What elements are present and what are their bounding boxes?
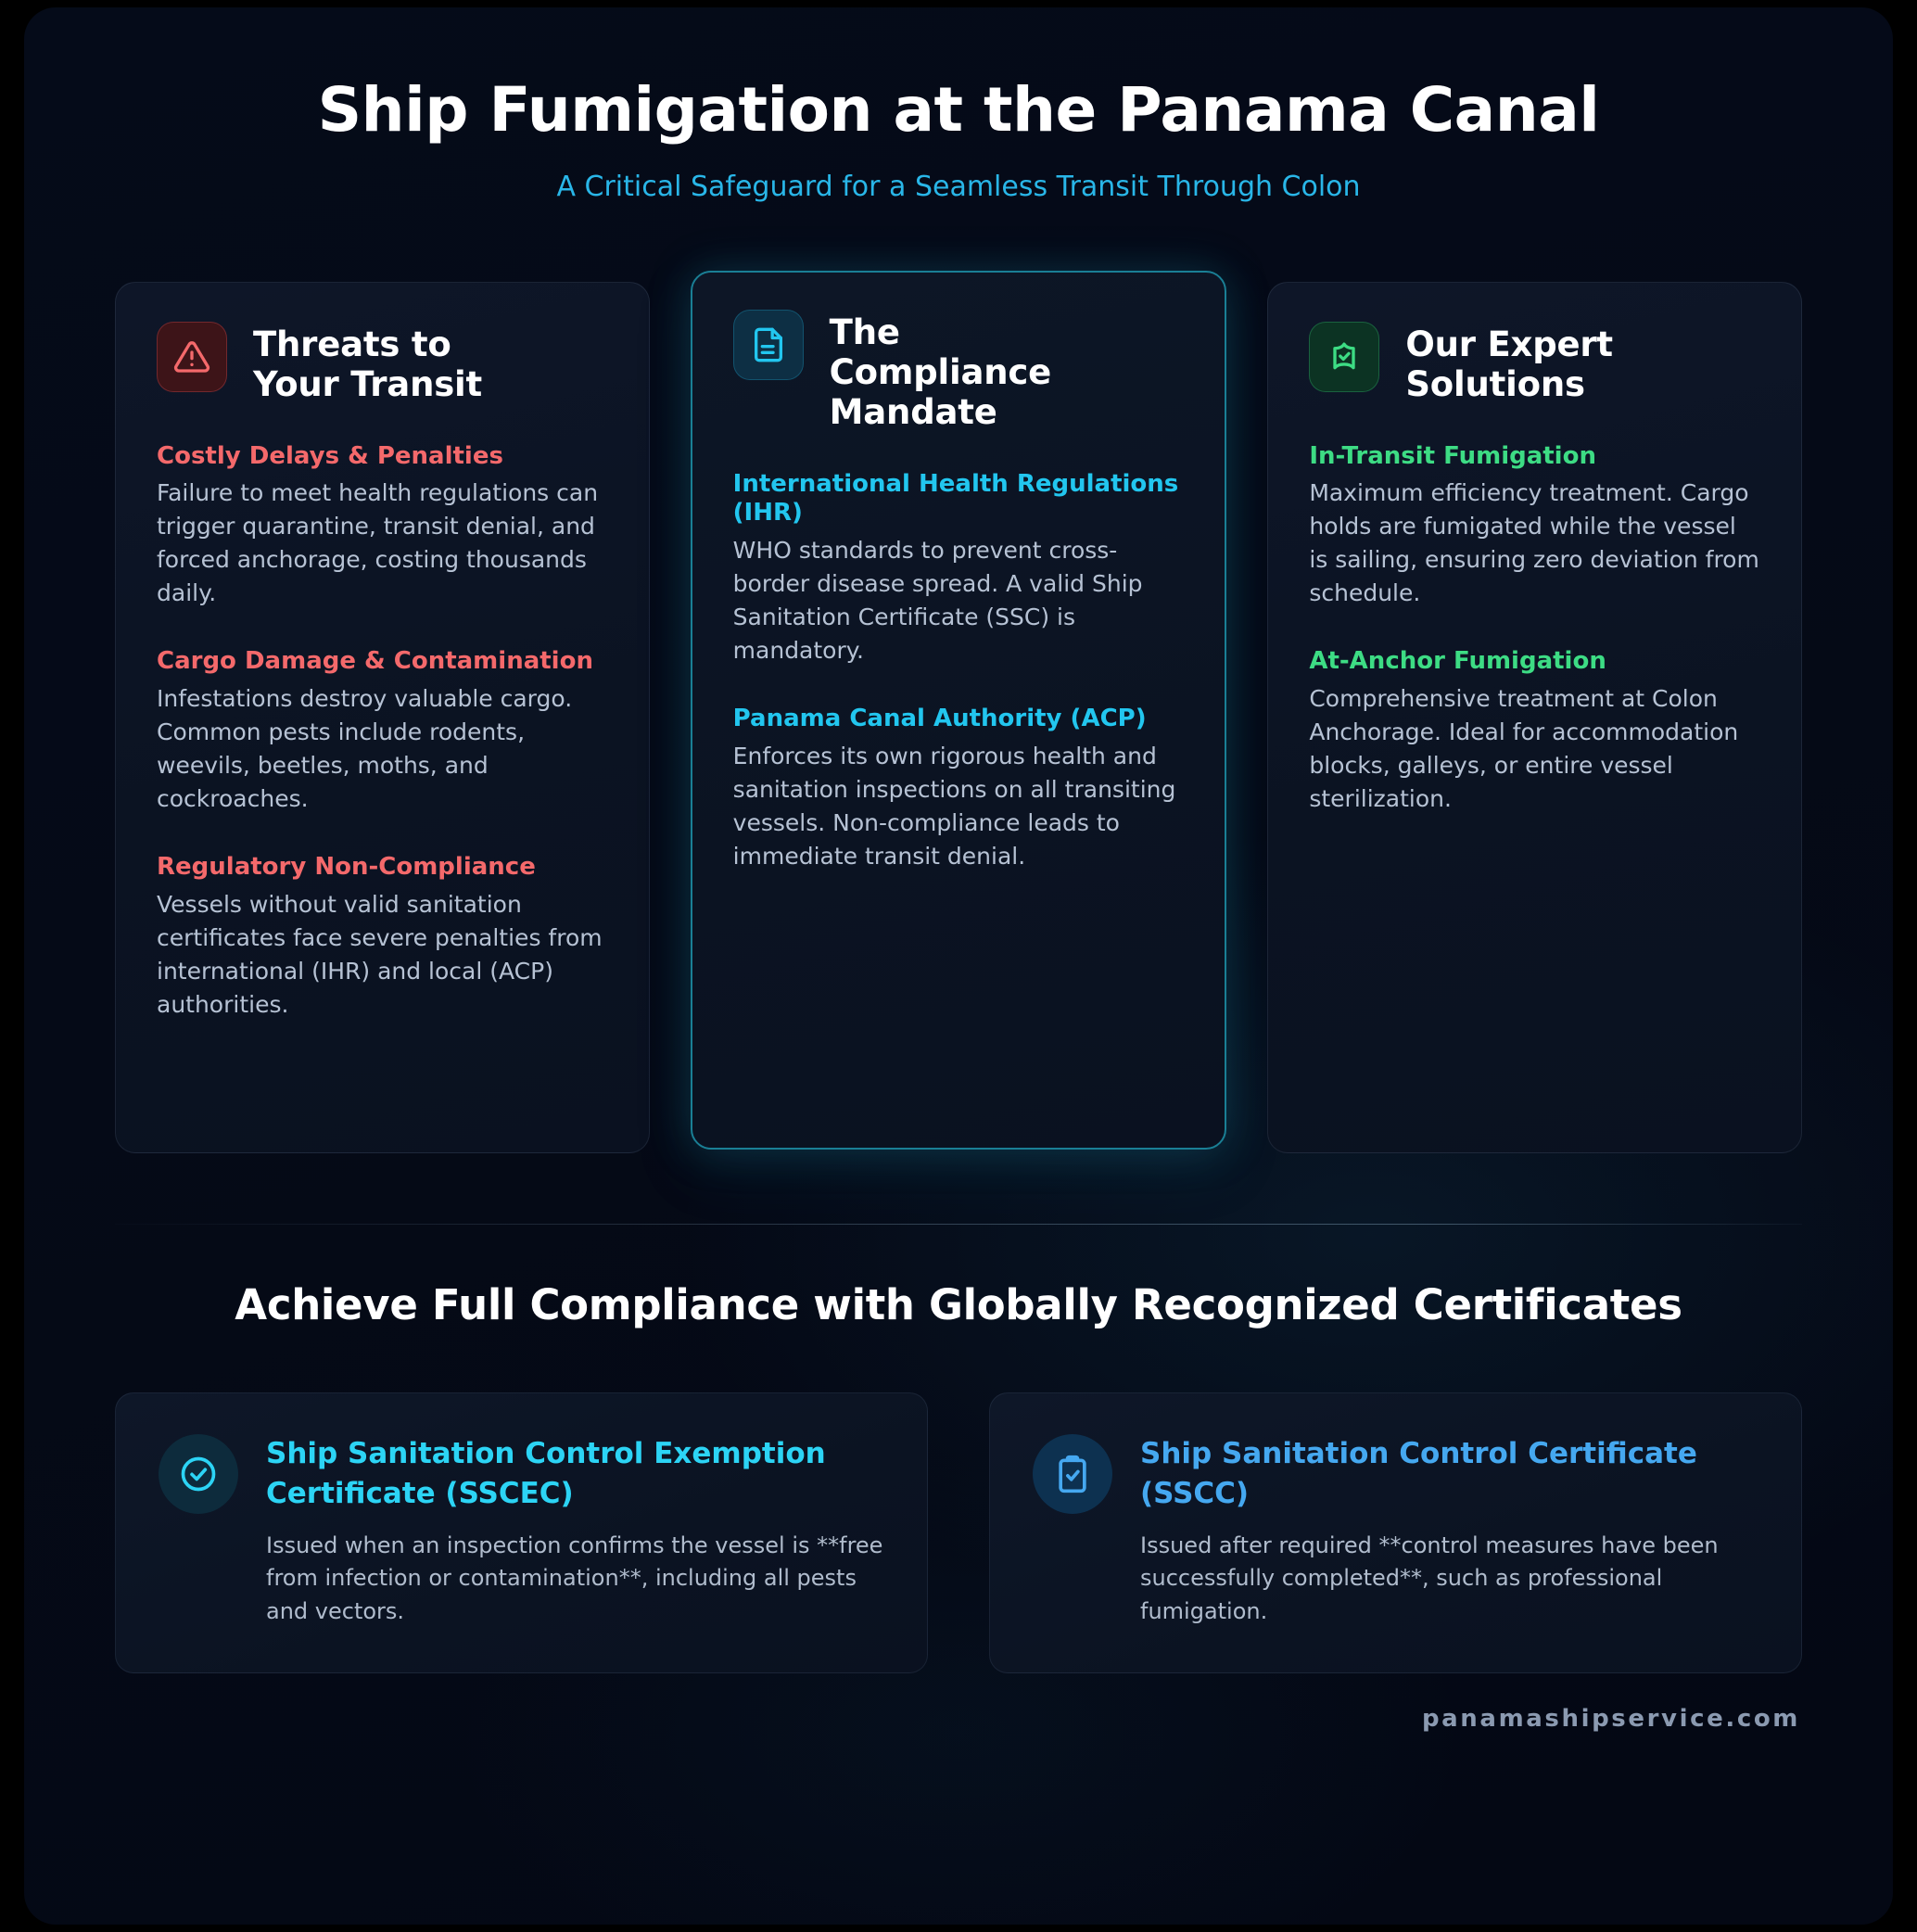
certificate-text-sscec: Ship Sanitation Control Exemption Certif… [266,1434,884,1628]
solution-body: Comprehensive treatment at Colon Anchora… [1309,685,1739,813]
clipboard-check-icon [1033,1433,1112,1514]
solution-body: Maximum efficiency treatment. Cargo hold… [1309,479,1759,607]
threat-heading: Cargo Damage & Contamination [157,647,593,676]
infographic-page: Ship Fumigation at the Panama Canal A Cr… [24,7,1893,1925]
certificate-card-sscc: Ship Sanitation Control Certificate (SSC… [989,1392,1802,1673]
solution-heading: At-Anchor Fumigation [1309,647,1606,676]
card-compliance-title: The Compliance Mandate [829,311,1052,432]
section-divider [115,1223,1802,1225]
certificate-body: Issued when an inspection confirms the v… [266,1532,883,1624]
card-solutions-title: Our Expert Solutions [1405,324,1613,404]
certificate-text-sscc: Ship Sanitation Control Certificate (SSC… [1140,1434,1758,1628]
threat-block: Cargo Damage & Contamination Infestation… [157,647,608,816]
card-threats-title: Threats to Your Transit [253,324,483,404]
threat-heading: Costly Delays & Penalties [157,441,503,470]
card-solutions: Our Expert Solutions In-Transit Fumigati… [1267,281,1803,1153]
solution-block: In-Transit Fumigation Maximum efficiency… [1309,442,1760,611]
card-compliance: The Compliance Mandate International Hea… [690,270,1227,1150]
footer-website: panamashipservice.com [1421,1704,1800,1733]
compliance-block: International Health Regulations (IHR) W… [733,470,1185,667]
circle-check-icon [159,1433,238,1514]
solution-block: At-Anchor Fumigation Comprehensive treat… [1309,647,1760,816]
certificates-section-title: Achieve Full Compliance with Globally Re… [235,1279,1682,1329]
page-header: Ship Fumigation at the Panama Canal A Cr… [24,7,1893,203]
compliance-heading: Panama Canal Authority (ACP) [732,705,1147,733]
triangle-alert-icon [157,321,227,392]
top-columns: Threats to Your Transit Costly Delays & … [24,203,1893,1153]
certificate-title: Ship Sanitation Control Exemption Certif… [266,1436,826,1510]
card-threats: Threats to Your Transit Costly Delays & … [115,281,650,1153]
threat-block: Regulatory Non-Compliance Vessels withou… [157,853,608,1022]
certificates-row: Ship Sanitation Control Exemption Certif… [24,1329,1893,1673]
certificate-card-sscec: Ship Sanitation Control Exemption Certif… [115,1392,928,1673]
page-title: Ship Fumigation at the Panama Canal [317,74,1600,146]
compliance-body: WHO standards to prevent cross-border di… [732,537,1143,665]
solution-heading: In-Transit Fumigation [1309,441,1596,470]
threat-body: Vessels without valid sanitation certifi… [157,890,603,1018]
certificate-title: Ship Sanitation Control Certificate (SSC… [1140,1436,1697,1510]
compliance-heading: International Health Regulations (IHR) [732,469,1179,527]
threat-body: Failure to meet health regulations can t… [157,479,599,607]
threat-block: Costly Delays & Penalties Failure to mee… [157,442,608,611]
page-subtitle: A Critical Safeguard for a Seamless Tran… [556,170,1361,203]
certificate-body: Issued after required **control measures… [1140,1532,1719,1624]
file-document-icon [732,309,804,380]
card-compliance-header: The Compliance Mandate [732,309,1185,433]
card-solutions-header: Our Expert Solutions [1309,321,1760,405]
threat-body: Infestations destroy valuable cargo. Com… [157,685,573,813]
card-threats-header: Threats to Your Transit [157,321,608,405]
shield-check-icon [1309,321,1380,392]
compliance-block: Panama Canal Authority (ACP) Enforces it… [733,705,1185,873]
compliance-body: Enforces its own rigorous health and san… [732,742,1176,870]
threat-heading: Regulatory Non-Compliance [157,853,536,882]
